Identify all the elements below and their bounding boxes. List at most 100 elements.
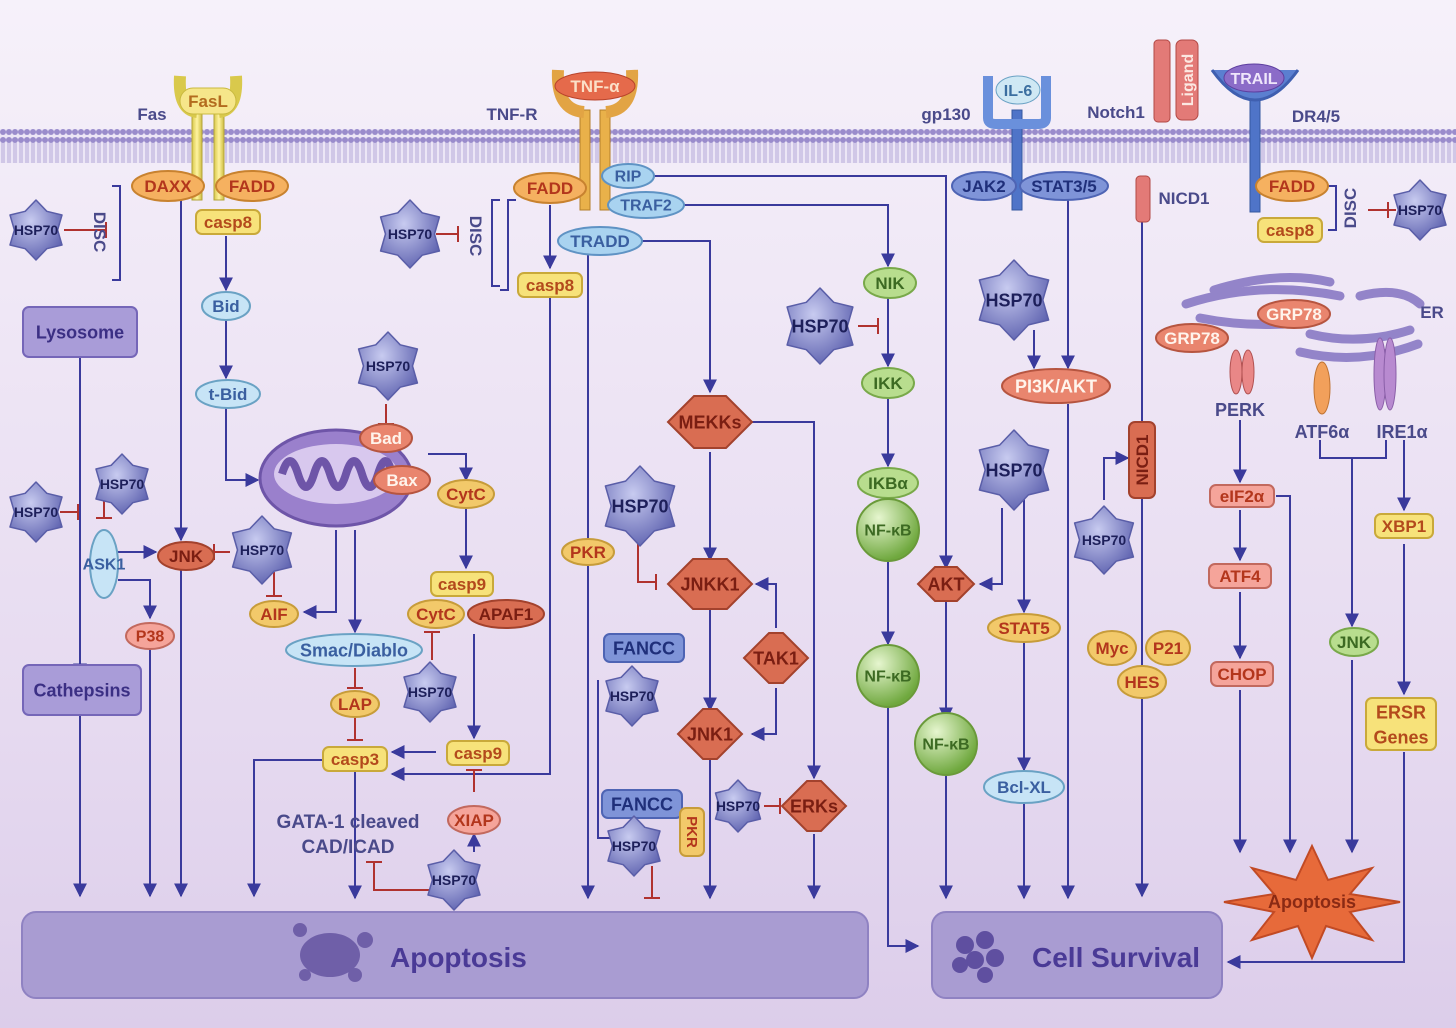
nfkb-node-2-text: NF-κB: [864, 669, 911, 686]
hsp70-star-7: HSP70: [9, 481, 63, 543]
chop-node-text: CHOP: [1217, 665, 1266, 684]
jnk-node-er: JNK: [1329, 627, 1379, 657]
hsp70-star-5-text: HSP70: [366, 358, 411, 374]
cell-membrane: [0, 129, 1456, 163]
gata1-label: GATA-1 cleaved: [277, 812, 420, 833]
casp3-node-text: casp3: [331, 750, 379, 769]
dr45-label: DR4/5: [1292, 107, 1340, 126]
aif-node: AIF: [249, 600, 299, 628]
bclxl-node-text: Bcl-XL: [997, 778, 1051, 797]
jak2-node-text: JAK2: [962, 177, 1005, 196]
p21-node: P21: [1145, 630, 1191, 666]
activation-arrows: [73, 175, 1411, 969]
daxx-node-text: DAXX: [144, 177, 192, 196]
hsp70-star-7-text: HSP70: [14, 504, 59, 520]
casp9-node-1: casp9: [430, 571, 494, 597]
bax-node-text: Bax: [386, 471, 418, 490]
p21-node-text: P21: [1153, 639, 1183, 658]
jnk-node-text: JNK: [169, 547, 204, 566]
jnk-node: JNK: [157, 541, 215, 571]
hsp70-star-6-text: HSP70: [100, 476, 145, 492]
traf2-node: TRAF2: [607, 191, 685, 219]
stat35-node-text: STAT3/5: [1031, 177, 1097, 196]
disc-label-tnf: DISC: [466, 216, 485, 257]
hsp70-star-11: HSP70: [978, 429, 1050, 511]
myc-node-text: Myc: [1095, 639, 1128, 658]
lysosome-node-text: Lysosome: [36, 322, 124, 342]
hsp70-star-3-text: HSP70: [791, 316, 848, 336]
hsp70-star-9: HSP70: [604, 465, 676, 547]
cytc-node-1: CytC: [437, 479, 495, 509]
hsp70-star-1: HSP70: [9, 199, 63, 261]
tak1-node: TAK1: [742, 632, 810, 684]
nicd1-membrane-label: NICD1: [1158, 189, 1209, 208]
ersr-genes-node-text: Genes: [1373, 727, 1428, 747]
nicd1-node: NICD1: [1128, 421, 1156, 499]
jnkk1-node: JNKK1: [666, 558, 754, 610]
pkr-node-2: PKR: [679, 807, 705, 857]
gp130-receptor: IL-6 gp130: [921, 75, 1051, 211]
jnk1-node: JNK1: [676, 708, 744, 760]
hsp70-star-9-text: HSP70: [611, 496, 668, 516]
jak2-node: JAK2: [951, 171, 1017, 201]
pi3kakt-node-text: PI3K/AKT: [1015, 376, 1097, 396]
fancc-node-2-text: FANCC: [611, 794, 673, 814]
bid-node-text: Bid: [212, 297, 239, 316]
tbid-node: t-Bid: [195, 379, 261, 409]
grp78-node-1-text: GRP78: [1164, 329, 1220, 348]
hsp70-star-3: HSP70: [786, 287, 854, 365]
hsp70-star-13-text: HSP70: [408, 684, 453, 700]
traf2-node-text: TRAF2: [620, 198, 672, 215]
pkr-node-1-text: PKR: [570, 543, 606, 562]
hsp70-star-6: HSP70: [95, 453, 149, 515]
casp8-node-fas-text: casp8: [204, 213, 252, 232]
trail-label: TRAIL: [1230, 71, 1277, 88]
grp78-node-2-text: GRP78: [1266, 305, 1322, 324]
apoptosis-box: Apoptosis: [21, 911, 869, 999]
ask1-node-text: ASK1: [83, 557, 126, 574]
stat5-node: STAT5: [987, 613, 1061, 643]
hsp70-star-2: HSP70: [379, 199, 441, 269]
er-apoptosis-label: Apoptosis: [1268, 892, 1356, 912]
er-label: ER: [1420, 303, 1444, 322]
dr45-receptor: TRAIL DR4/5: [1210, 63, 1340, 213]
erks-node: ERKs: [780, 780, 848, 832]
casp8-node-trail-text: casp8: [1266, 221, 1314, 240]
xbp1-node: XBP1: [1374, 513, 1434, 539]
casp8-node-tnf: casp8: [517, 272, 583, 298]
plain-labels: DISC DISC DISC GATA-1 cleaved CAD/ICAD P…: [90, 188, 1428, 858]
smac-node-text: Smac/Diablo: [300, 640, 408, 660]
casp9-node-1-text: casp9: [438, 575, 486, 594]
fasl-label: FasL: [188, 92, 228, 111]
ersr-genes-node-text: ERSR: [1376, 702, 1426, 722]
jnk1-node-text: JNK1: [687, 724, 733, 744]
tnfr-label: TNF-R: [487, 105, 538, 124]
tak1-node-text: TAK1: [753, 648, 799, 668]
grp78-node-2: GRP78: [1257, 299, 1331, 329]
jnkk1-node-text: JNKK1: [680, 574, 739, 594]
casp3-node: casp3: [322, 746, 388, 772]
aif-node-text: AIF: [260, 605, 287, 624]
cell-survival-label: Cell Survival: [1032, 942, 1200, 973]
fas-label: Fas: [137, 105, 166, 124]
hsp70-star-4: HSP70: [1393, 179, 1447, 241]
cathepsins-node-text: Cathepsins: [33, 680, 130, 700]
ikba-node: IKBα: [857, 467, 919, 499]
notch1-label: Notch1: [1087, 103, 1145, 122]
disc-label-trail: DISC: [1341, 188, 1360, 229]
hsp70-star-10-text: HSP70: [985, 290, 1042, 310]
hsp70-star-11-text: HSP70: [985, 460, 1042, 480]
er-receptor-shapes: [1229, 337, 1397, 415]
ire1a-label: IRE1α: [1376, 422, 1427, 442]
atf4-node-text: ATF4: [1219, 567, 1261, 586]
eif2a-node: eIF2α: [1209, 484, 1275, 508]
akt-node-text: AKT: [928, 574, 965, 594]
nik-node-text: NIK: [875, 274, 905, 293]
nfkb-node-2: NF-κB: [856, 644, 920, 708]
fancc-node-2: FANCC: [601, 789, 683, 819]
fadd-node-trail: FADD: [1255, 170, 1329, 202]
mekks-node: MEKKs: [666, 395, 754, 449]
lysosome-node: Lysosome: [22, 306, 138, 358]
